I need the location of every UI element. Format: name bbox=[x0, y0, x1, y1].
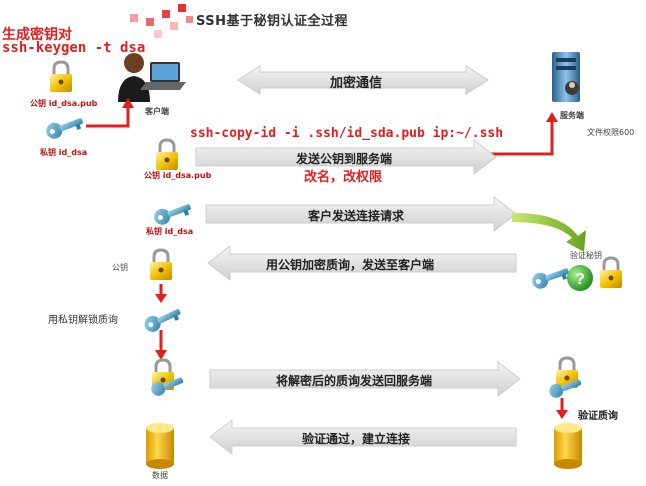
priv-key-label-1: 私钥 id_dsa bbox=[40, 148, 88, 157]
title-decoration bbox=[130, 4, 193, 38]
database-icon bbox=[146, 423, 174, 469]
server-icon bbox=[552, 52, 580, 102]
red-down-arrow-1 bbox=[155, 284, 167, 303]
database-icon bbox=[554, 423, 582, 469]
key-icon bbox=[151, 377, 184, 396]
pub-key-label-1: 公钥 id_dsa.pub bbox=[30, 99, 98, 108]
red-down-arrow-2 bbox=[155, 330, 167, 360]
lock-icon bbox=[156, 138, 178, 170]
client-label: 客户端 bbox=[145, 107, 169, 116]
connect-request-text: 客户发送连接请求 bbox=[308, 209, 405, 223]
pub-key-label-3: 公钥 bbox=[112, 263, 128, 272]
challenge-arrow bbox=[207, 244, 517, 282]
keygen-command: ssh-keygen -t dsa bbox=[2, 40, 146, 56]
red-connector-copy bbox=[482, 112, 558, 156]
connect-request-arrow bbox=[205, 195, 517, 233]
send-back-text: 将解密后的质询发送回服务端 bbox=[276, 374, 433, 388]
page-title: SSH基于秘钥认证全过程 bbox=[196, 14, 349, 29]
send-pubkey-text: 发送公钥到服务端 bbox=[296, 152, 393, 166]
key-icon bbox=[532, 268, 569, 289]
lock-icon bbox=[150, 248, 172, 280]
encrypted-comm-text: 加密通信 bbox=[330, 76, 383, 91]
decrypt-label: 用私钥解锁质询 bbox=[48, 315, 118, 326]
established-text: 验证通过，建立连接 bbox=[302, 432, 411, 446]
verify-challenge-label: 验证质询 bbox=[578, 411, 618, 422]
encrypted-comm-arrow bbox=[237, 65, 489, 95]
red-connector-keygen bbox=[86, 98, 134, 128]
priv-key-label-2: 私钥 id_dsa bbox=[146, 227, 194, 236]
key-icon bbox=[154, 204, 191, 225]
rename-text: 改名，改权限 bbox=[304, 170, 383, 185]
key-icon bbox=[46, 118, 83, 139]
send-back-arrow bbox=[209, 360, 521, 398]
pub-key-label-2: 公钥 id_dsa.pub bbox=[144, 171, 212, 180]
keygen-heading: 生成密钥对 bbox=[2, 27, 72, 43]
lock-icon bbox=[600, 256, 622, 288]
database-label: 数据 bbox=[152, 471, 168, 480]
green-curve-arrow bbox=[512, 212, 586, 252]
server-label: 服务端 bbox=[560, 111, 584, 120]
question-icon: ? bbox=[567, 265, 593, 291]
client-icon bbox=[118, 53, 186, 102]
server-perm-label: 文件权限600 bbox=[587, 128, 635, 137]
lock-icon bbox=[50, 60, 72, 92]
key-icon bbox=[144, 309, 181, 332]
svg-text:?: ? bbox=[575, 271, 585, 288]
copy-id-command: ssh-copy-id -i .ssh/id_sda.pub ip:~/.ssh bbox=[190, 126, 504, 141]
challenge-text: 用公钥加密质询，发送至客户端 bbox=[266, 258, 435, 272]
verify-key-label: 验证秘钥 bbox=[570, 251, 602, 260]
established-arrow bbox=[209, 418, 517, 456]
key-icon bbox=[549, 379, 582, 398]
red-down-arrow-3 bbox=[556, 398, 568, 419]
send-pubkey-arrow bbox=[195, 138, 497, 176]
